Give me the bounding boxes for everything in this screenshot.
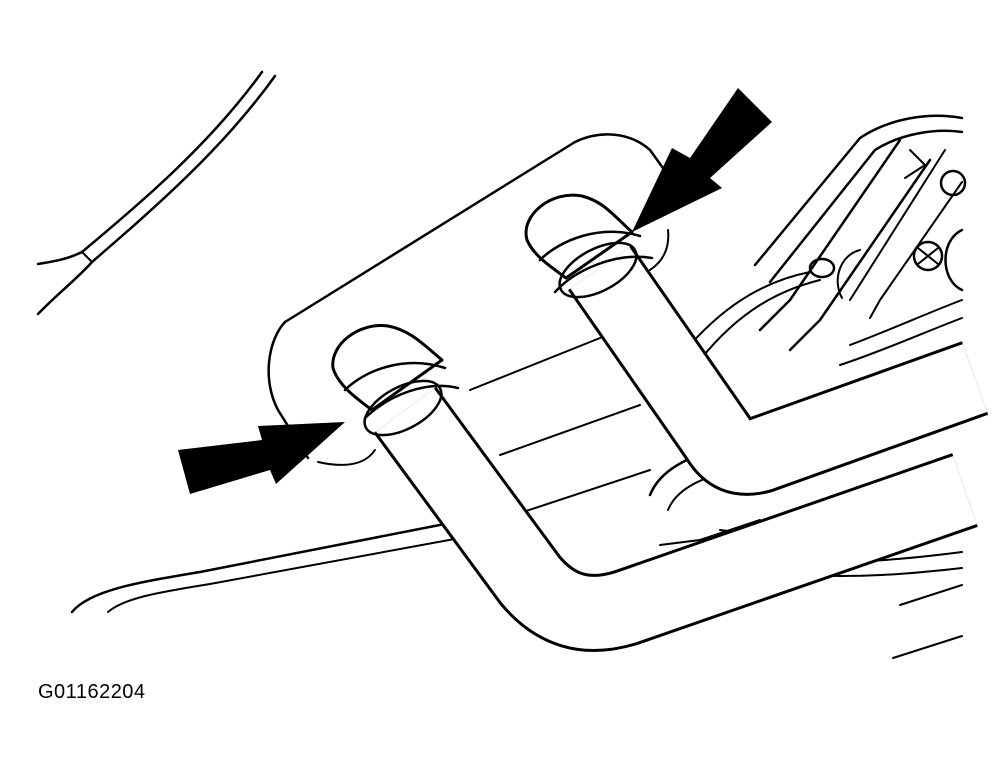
figure-id-label: G01162204	[38, 681, 146, 703]
arrow-down-left-icon	[632, 88, 772, 232]
heater-hose-outlet	[524, 193, 989, 496]
mounting-plate	[267, 133, 670, 466]
heater-hose-inlet	[331, 324, 978, 652]
floor-panel	[70, 329, 651, 614]
body-panel-edge	[36, 70, 277, 316]
arrow-right-icon	[178, 422, 345, 494]
firewall-bracket	[689, 114, 967, 366]
